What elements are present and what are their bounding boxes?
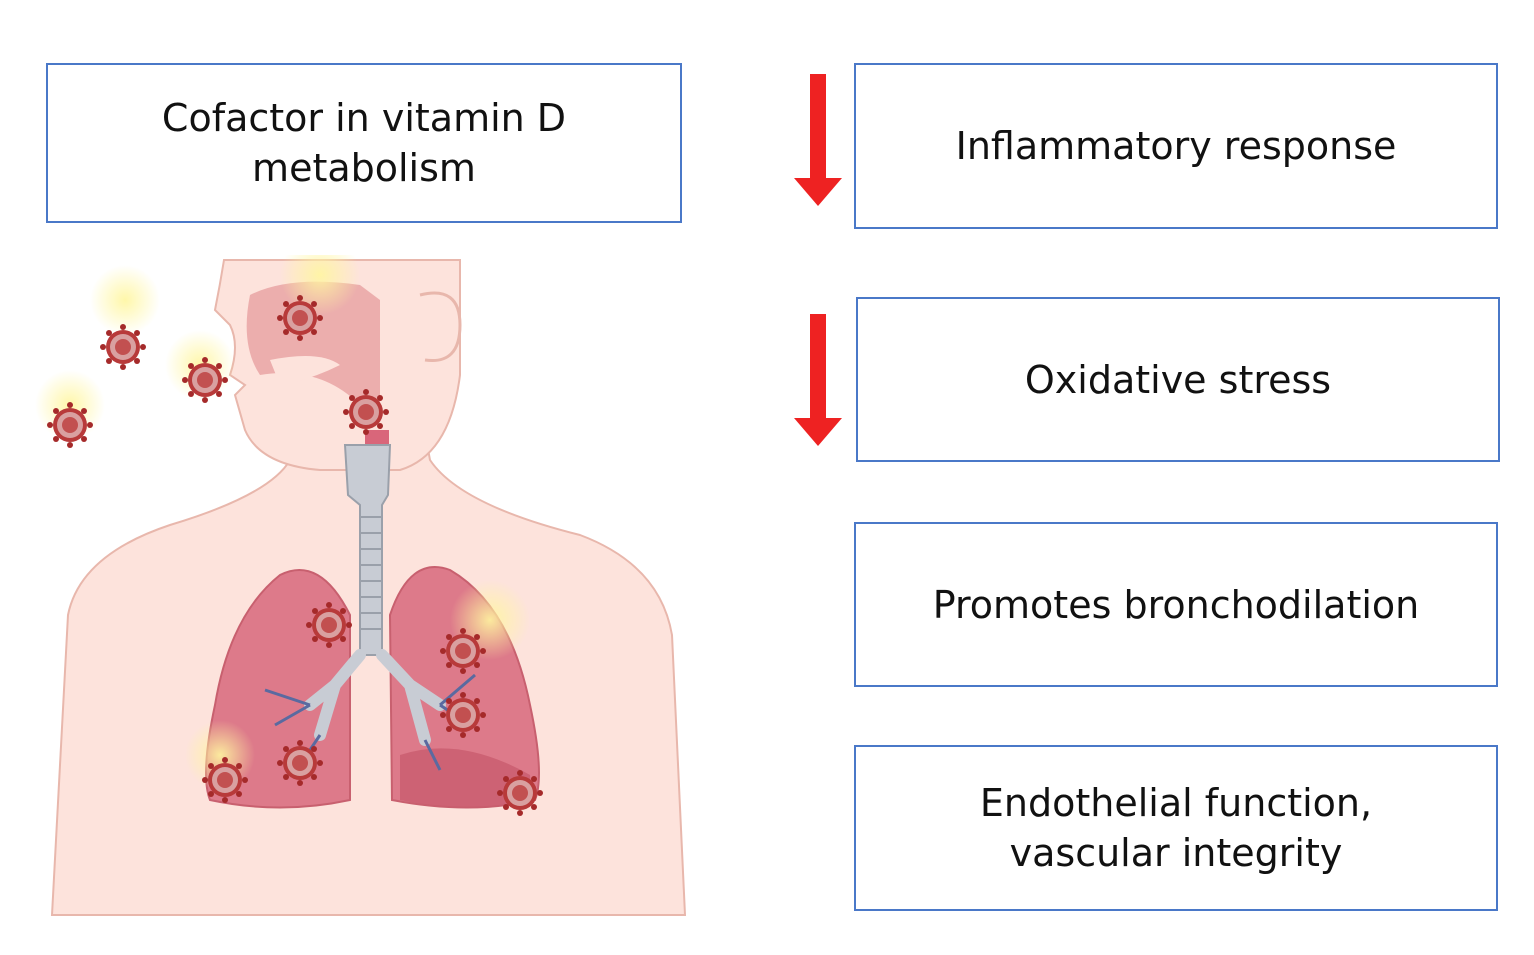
- virus-icon: [440, 692, 486, 738]
- virus-icon: [277, 295, 323, 341]
- oxidative-stress-box: Oxidative stress: [856, 297, 1500, 462]
- virus-icon: [343, 389, 389, 435]
- virus-icon: [277, 740, 323, 786]
- virus-icon: [100, 324, 146, 370]
- virus-icon: [182, 357, 228, 403]
- oxidative-stress-label: Oxidative stress: [1024, 357, 1332, 402]
- inflammatory-response-box: Inflammatory response: [854, 63, 1498, 229]
- inflammatory-response-label: Inflammatory response: [955, 124, 1397, 168]
- bronchodilation-box: Promotes bronchodilation: [854, 522, 1498, 687]
- bronchi: [304, 649, 446, 746]
- bronchodilation-label: Promotes bronchodilation: [932, 582, 1420, 627]
- virus-icon: [202, 757, 248, 803]
- cofactor-box: Cofactor in vitamin D metabolism: [46, 63, 682, 223]
- virus-icon: [47, 402, 93, 448]
- cofactor-label: Cofactor in vitamin D metabolism: [161, 96, 567, 190]
- endothelial-function-label: Endothelial function, vascular integrity: [979, 781, 1373, 875]
- virus-icon: [306, 602, 352, 648]
- decrease-arrow-icon: [794, 74, 842, 206]
- virus-icon: [497, 770, 543, 816]
- decrease-arrow-icon: [794, 314, 842, 446]
- endothelial-function-box: Endothelial function, vascular integrity: [854, 745, 1498, 911]
- respiratory-tract-illustration: [35, 255, 687, 916]
- virus-icon: [440, 628, 486, 674]
